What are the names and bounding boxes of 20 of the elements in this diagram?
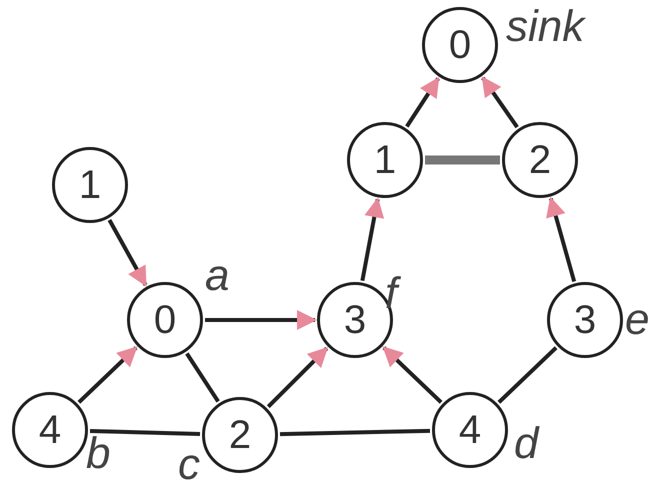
edge-line [280, 428, 430, 436]
edge-line [185, 352, 220, 403]
edge-line [108, 219, 148, 287]
node-label: sink [506, 5, 584, 49]
node-label: d [514, 422, 538, 466]
edge-line [405, 76, 440, 128]
edge-line [382, 346, 442, 404]
edge-line [266, 346, 328, 408]
edge-line [205, 310, 317, 330]
edge-line [425, 156, 500, 164]
node-label: c [178, 443, 200, 487]
node-label: b [86, 432, 110, 476]
edge-line [481, 76, 519, 128]
edge-line [360, 197, 384, 282]
edge-line [78, 346, 138, 404]
edge-line [546, 196, 576, 282]
node-label: e [625, 298, 648, 342]
edge-line [498, 346, 558, 404]
node-label: a [205, 254, 230, 298]
edge-line [90, 429, 200, 436]
